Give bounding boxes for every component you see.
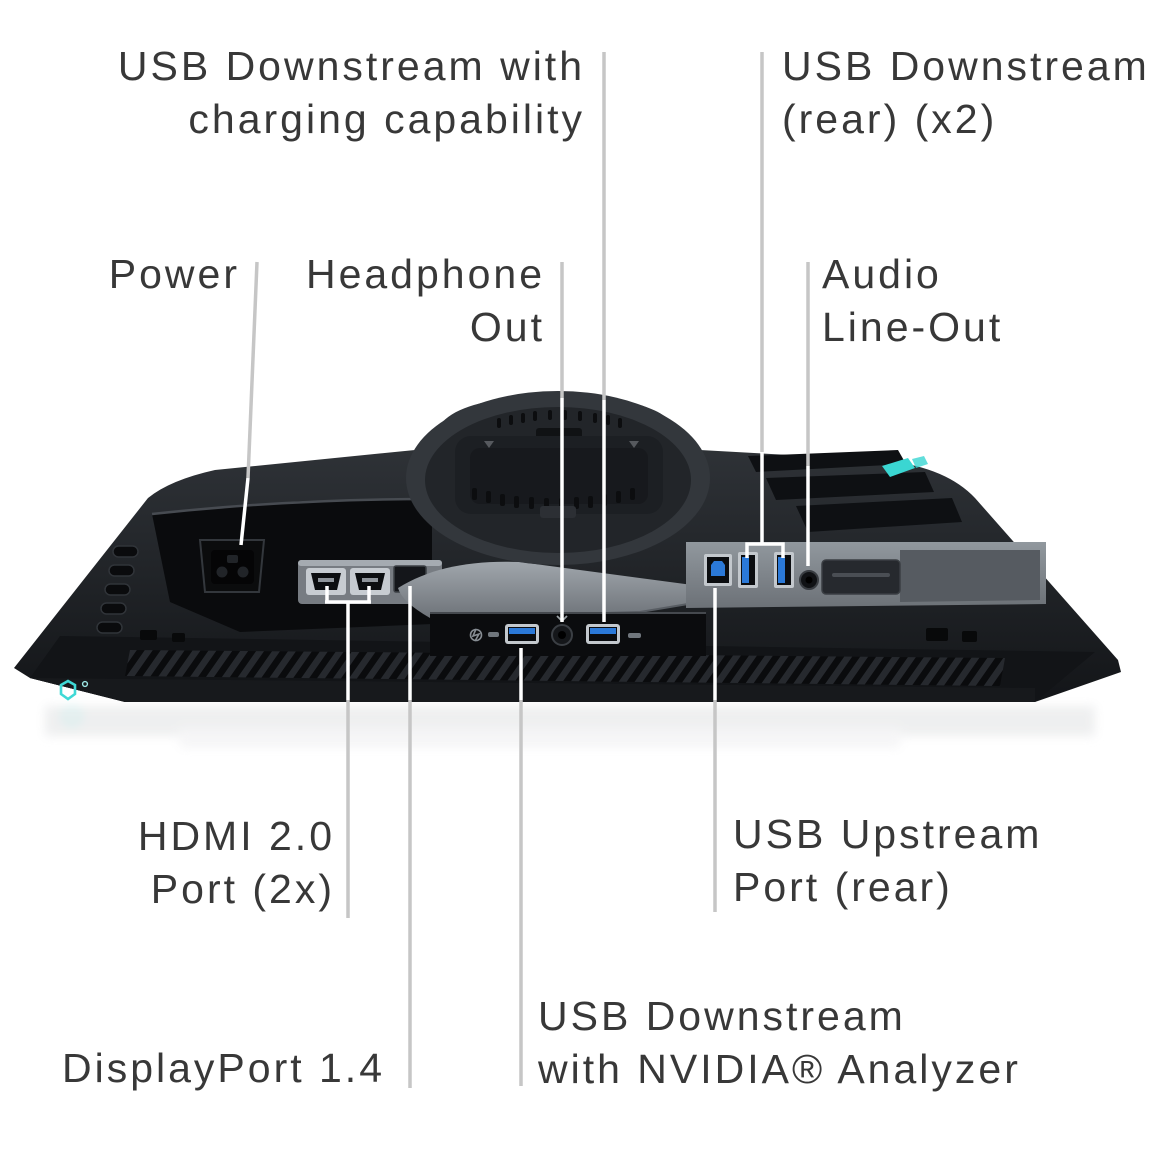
label-line: USB Downstream xyxy=(782,43,1150,89)
charging-bolt-icon xyxy=(469,628,483,642)
power-inlet-port xyxy=(198,539,266,593)
label-line: Out xyxy=(469,304,545,350)
right-io-panel xyxy=(686,542,1046,608)
label-usb-upstream: USB Upstream Port (rear) xyxy=(733,808,1042,914)
usb-a-rear-port-2 xyxy=(774,552,794,588)
hdmi-port-1 xyxy=(306,568,346,595)
dome-screw-left xyxy=(484,441,494,448)
label-headphone-out: Headphone Out xyxy=(306,248,545,354)
label-line: Headphone xyxy=(305,251,545,297)
usb-a-nvidia-port xyxy=(586,624,620,644)
label-usb-downstream-charging: USB Downstream with charging capability xyxy=(118,40,585,146)
floor-reflection xyxy=(45,706,1095,748)
label-displayport: DisplayPort 1.4 xyxy=(62,1042,385,1095)
label-line: Power xyxy=(108,251,240,297)
label-line: USB Downstream xyxy=(538,993,906,1039)
usb-a-charging-port xyxy=(505,624,539,644)
label-line: Port (rear) xyxy=(733,864,953,910)
usb-a-rear-port-1 xyxy=(738,552,758,588)
label-line: Line-Out xyxy=(822,304,1004,350)
power-led-icon xyxy=(81,680,89,688)
label-line: HDMI 2.0 xyxy=(137,813,335,859)
bottom-strip xyxy=(30,678,1035,702)
leader-power xyxy=(239,261,259,546)
label-audio-line-out: Audio Line-Out xyxy=(822,248,1003,354)
osd-buttons xyxy=(96,545,139,634)
bottom-vent-band xyxy=(125,650,1005,686)
hdmi-port-2 xyxy=(350,568,390,595)
label-hdmi: HDMI 2.0 Port (2x) xyxy=(138,810,335,916)
label-line: USB Upstream xyxy=(733,811,1043,857)
label-line: USB Downstream with xyxy=(117,43,585,89)
label-line: Audio xyxy=(822,251,942,297)
label-line: (rear) (x2) xyxy=(782,96,998,142)
ss-usb-glyph-right xyxy=(628,633,641,638)
left-io-lip xyxy=(151,497,433,516)
cyan-accent-icon xyxy=(882,456,928,477)
label-line: Port (2x) xyxy=(150,866,335,912)
leader-hdmi xyxy=(325,586,371,918)
alienware-logo-icon xyxy=(59,679,77,701)
audio-line-out-jack xyxy=(799,570,819,590)
dome-vents-top xyxy=(497,410,622,428)
label-line: with NVIDIA® Analyzer xyxy=(538,1046,1021,1092)
headphone-jack xyxy=(551,615,573,646)
label-line: charging capability xyxy=(188,96,585,142)
dome-screw-right xyxy=(629,441,639,448)
label-usb-nvidia: USB Downstream with NVIDIA® Analyzer xyxy=(538,990,1021,1096)
usb-b-upstream-port xyxy=(704,554,732,586)
ss-usb-glyph-left xyxy=(488,632,499,637)
leader-lines xyxy=(239,52,810,1088)
label-line: DisplayPort 1.4 xyxy=(61,1045,385,1091)
label-power: Power xyxy=(109,248,240,301)
vesa-dome xyxy=(406,391,710,565)
leader-usb-rear xyxy=(745,52,785,558)
dome-tab xyxy=(540,506,576,518)
label-usb-downstream-rear: USB Downstream (rear) (x2) xyxy=(782,40,1150,146)
small-vent-slots xyxy=(140,628,977,642)
stand-arm xyxy=(398,561,709,618)
bottom-io-shelf xyxy=(430,612,706,656)
